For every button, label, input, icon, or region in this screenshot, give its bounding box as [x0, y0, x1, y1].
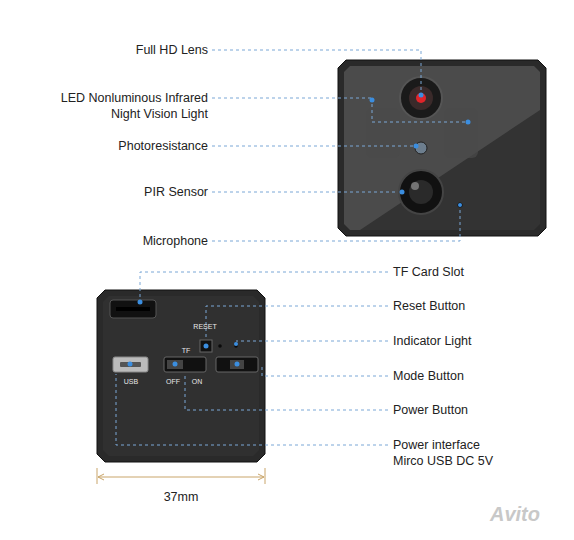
leader-lines	[116, 272, 388, 445]
mode-knob	[230, 360, 244, 369]
watermark: Avito	[490, 503, 540, 525]
gloss	[344, 66, 540, 230]
ir-window	[444, 108, 478, 158]
callout-label: Power Button	[393, 402, 468, 418]
leader-lines	[212, 50, 468, 241]
mode-button	[216, 357, 258, 372]
camera-back	[97, 290, 265, 462]
tf-slot	[110, 300, 156, 318]
leader-dots	[370, 93, 471, 208]
front-panel	[344, 66, 540, 230]
callout-label: LED Nonluminous Infrared Night Vision Li…	[30, 90, 208, 122]
device-marking: RESET	[193, 322, 216, 331]
ir-window	[366, 108, 400, 158]
callout-label: Power interface Mirco USB DC 5V	[393, 437, 513, 469]
device-marking: OFF	[166, 377, 180, 386]
device-marking: TF	[182, 346, 191, 355]
leader-dots	[128, 300, 240, 367]
indicator-light	[218, 344, 222, 348]
pir-lens	[409, 180, 433, 204]
device-marking: ON	[192, 377, 203, 386]
callout-label: Reset Button	[393, 298, 465, 314]
switch-knob	[167, 360, 183, 369]
usb-opening	[120, 362, 141, 367]
callout-label: Photoresistance	[118, 138, 208, 154]
microphone-hole	[458, 203, 463, 208]
device-marking: USB	[124, 377, 138, 386]
reset-button	[200, 340, 212, 352]
callout-label: Mode Button	[393, 368, 464, 384]
lens-center	[416, 93, 426, 103]
dimension-line	[97, 468, 265, 484]
camera-front	[338, 60, 546, 236]
pir-sensor	[399, 170, 443, 214]
back-panel	[103, 296, 259, 456]
usb-port	[113, 357, 148, 372]
callout-label: Microphone	[143, 233, 208, 249]
dimension-label: 37mm	[164, 489, 199, 505]
tf-slot-opening	[116, 307, 150, 311]
callout-label: TF Card Slot	[393, 264, 464, 280]
power-switch	[164, 357, 206, 372]
pir-glint	[411, 182, 419, 190]
callout-label: Indicator Light	[393, 333, 472, 349]
callout-label: Full HD Lens	[136, 42, 208, 58]
callout-label: PIR Sensor	[144, 184, 208, 200]
